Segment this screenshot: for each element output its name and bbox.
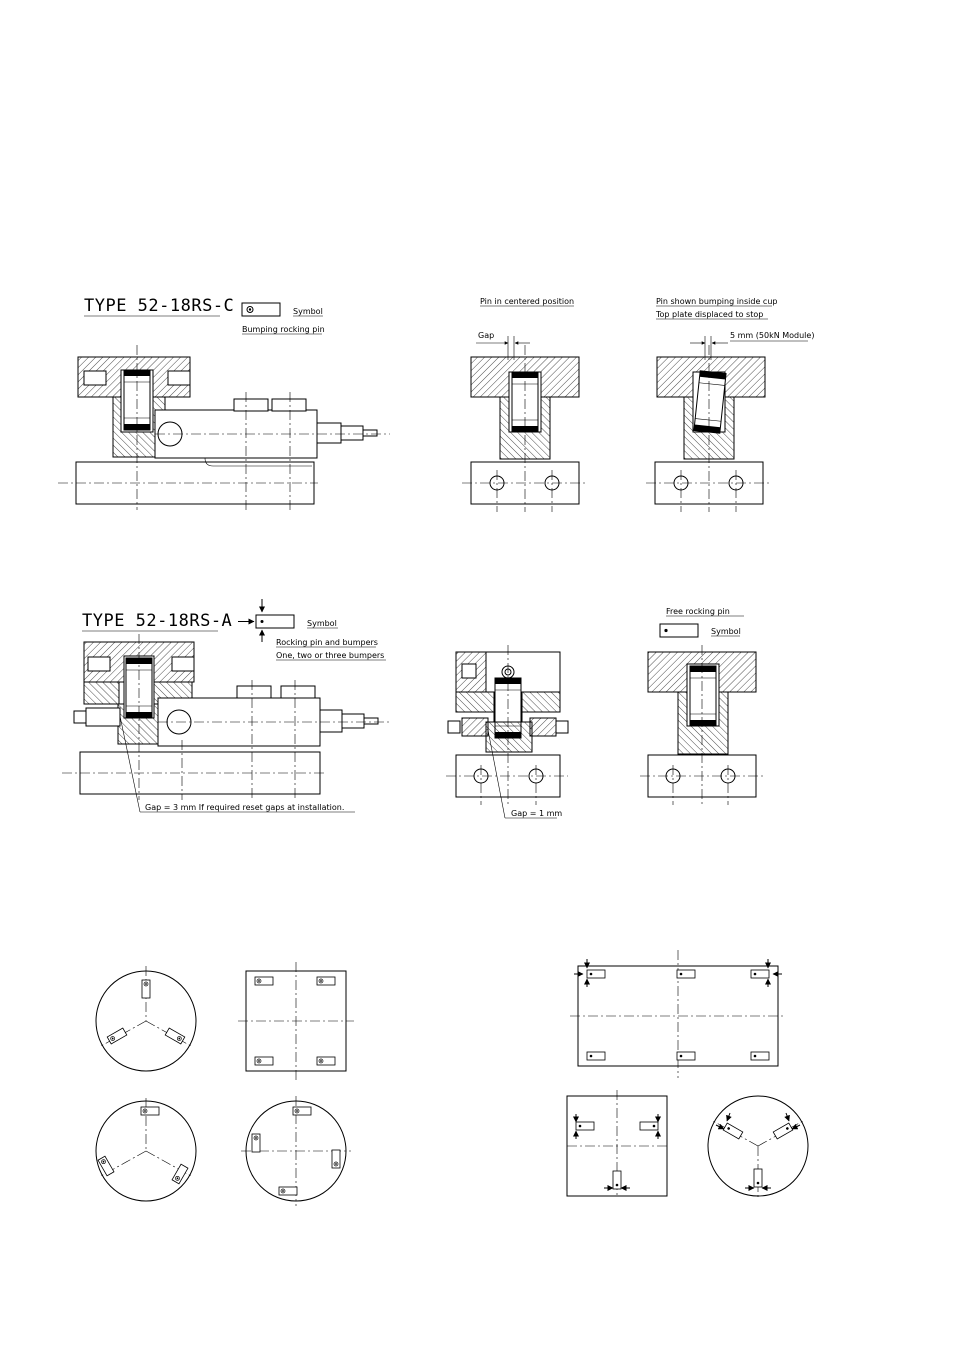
section-c-title: TYPE 52-18RS-C xyxy=(84,296,234,316)
bumper-section-view xyxy=(446,645,569,819)
bumping-pin-view xyxy=(646,345,772,512)
bumper-symbol xyxy=(238,599,295,642)
section-a-symbol-label: Symbol xyxy=(307,619,337,628)
bumping-label-2: Top plate displaced to stop xyxy=(655,310,763,319)
centered-label: Pin in centered position xyxy=(480,297,574,306)
gap-label: Gap xyxy=(478,331,494,340)
plan-square-3 xyxy=(566,1090,668,1197)
bumping-label-1: Pin shown bumping inside cup xyxy=(656,297,777,306)
layout-plans xyxy=(95,950,809,1206)
free-label: Free rocking pin xyxy=(666,607,730,616)
plan-circle-4 xyxy=(241,1096,351,1206)
section-a-title: TYPE 52-18RS-A xyxy=(82,611,232,631)
bumping-symbol xyxy=(241,302,281,317)
free-symbol xyxy=(659,623,699,638)
section-c: TYPE 52-18RS-C Symbol Bumping rocking pi… xyxy=(58,296,814,512)
bumping-pin-caption: Bumping rocking pin xyxy=(242,325,325,334)
free-pin-view xyxy=(640,645,766,805)
free-symbol-label: Symbol xyxy=(711,627,741,636)
section-a: TYPE 52-18RS-A Symbol Rocking pin and bu… xyxy=(62,599,766,819)
caption-2: One, two or three bumpers xyxy=(276,651,384,660)
module-c-side-view xyxy=(58,345,390,510)
plan-circle-3-b xyxy=(95,1098,197,1202)
plan-circle-3-a xyxy=(95,966,197,1072)
caption-1: Rocking pin and bumpers xyxy=(276,638,378,647)
module-a-side-view xyxy=(62,634,392,813)
plan-rect-6 xyxy=(570,950,786,1078)
centered-pin-view xyxy=(462,345,588,512)
plan-square-4 xyxy=(238,962,354,1080)
gap3-label: Gap = 3 mm If required reset gaps at ins… xyxy=(145,803,344,812)
plan-circle-3-bumpers xyxy=(707,1095,809,1198)
section-c-symbol-label: Symbol xyxy=(293,307,323,316)
displacement-label: 5 mm (50kN Module) xyxy=(730,331,814,340)
gap1-label: Gap = 1 mm xyxy=(511,809,562,818)
